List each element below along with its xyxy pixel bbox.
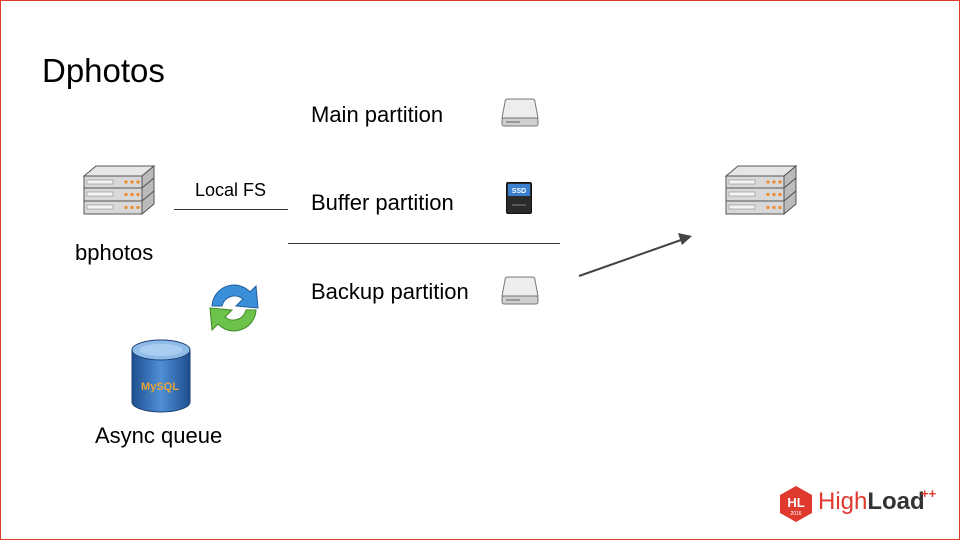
logo-wordmark: HighLoad [818,488,925,516]
highload-logo-icon: HL 2016 [780,486,812,522]
logo-word-load: Load [867,488,925,515]
slide-title: Dphotos [42,52,165,89]
database-icon: MySQL [131,339,191,413]
replication-arrow [578,233,692,277]
logo-word-high: High [818,488,868,515]
source-server-label: bphotos [75,240,154,265]
local-fs-connector [174,209,288,210]
backup-partition-label: Backup partition [311,279,469,304]
local-fs-label: Local FS [195,180,267,200]
async-queue-label: Async queue [95,423,223,448]
sync-icon [209,284,259,332]
ssd-icon: SSD [506,182,532,214]
logo-suffix: ++ [921,486,937,501]
hdd-icon [501,98,539,127]
logo-year-text: 2016 [790,511,801,517]
hdd-icon [501,276,539,305]
ssd-badge-text: SSD [512,188,526,195]
mysql-logo-text: MySQL [141,381,179,393]
main-partition-label: Main partition [311,102,444,127]
partition-divider [288,243,560,244]
logo-badge-text: HL [787,495,804,510]
buffer-partition-label: Buffer partition [311,190,454,215]
server-icon [82,164,156,216]
server-icon [724,164,798,216]
